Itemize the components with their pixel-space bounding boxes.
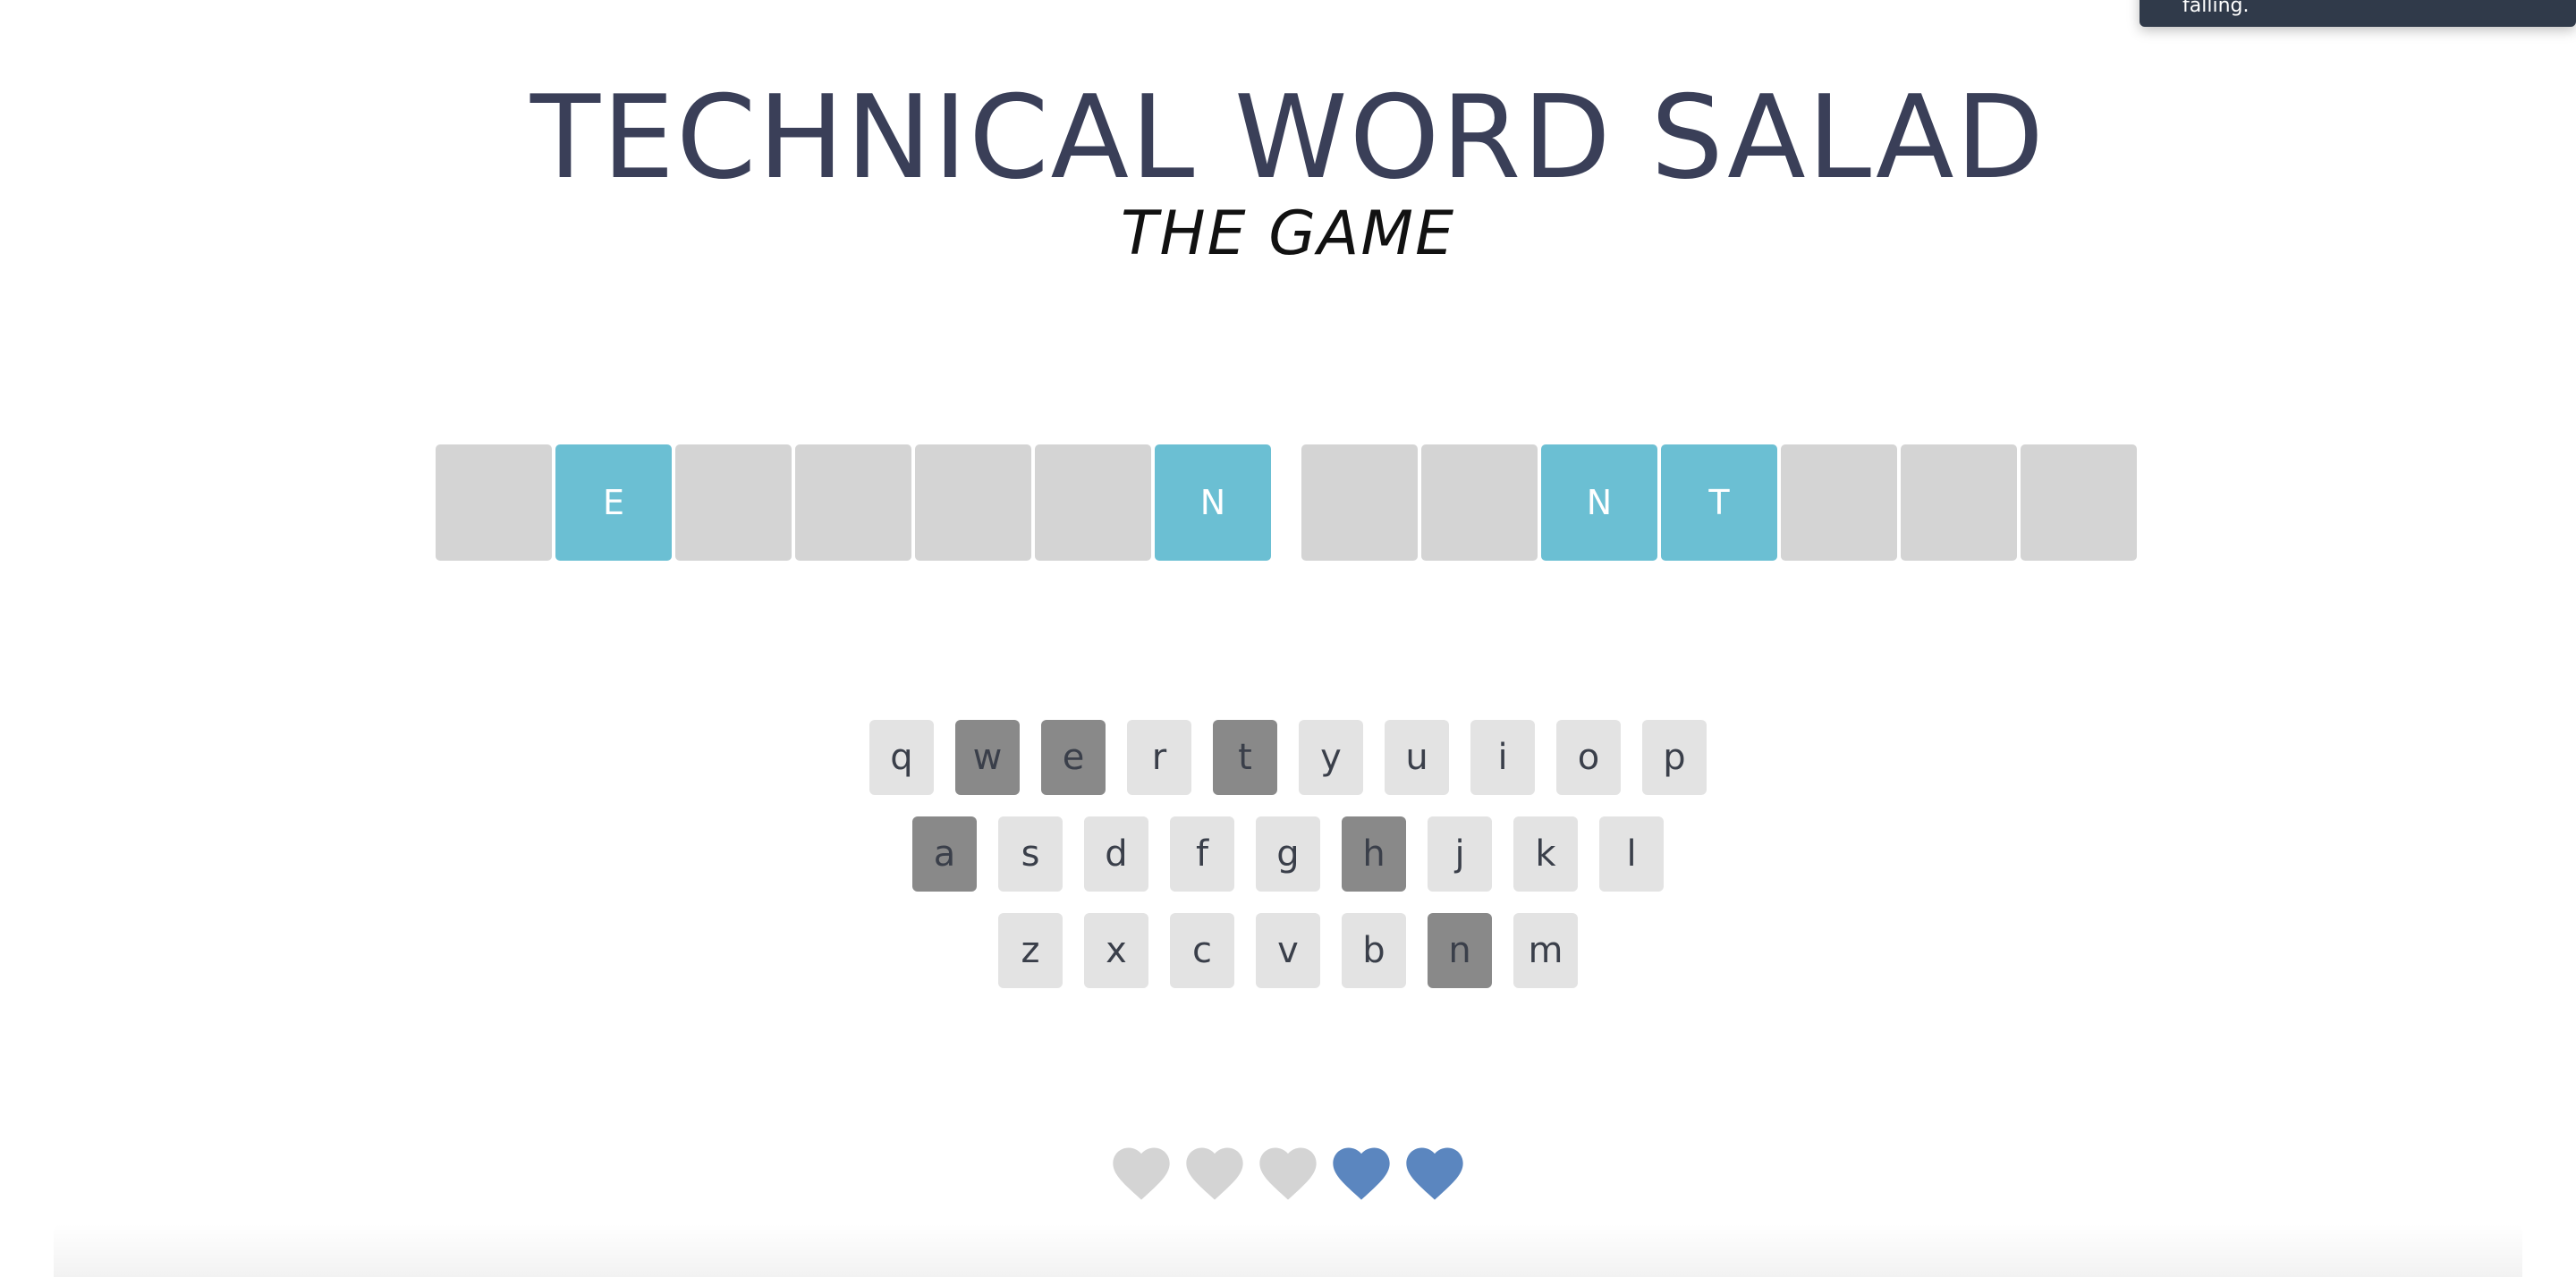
key-h[interactable]: h xyxy=(1342,816,1406,892)
key-a[interactable]: a xyxy=(912,816,977,892)
key-z[interactable]: z xyxy=(998,913,1063,988)
key-r[interactable]: r xyxy=(1127,720,1191,795)
key-g[interactable]: g xyxy=(1256,816,1320,892)
key-s[interactable]: s xyxy=(998,816,1063,892)
key-v[interactable]: v xyxy=(1256,913,1320,988)
letter-tile-revealed: N xyxy=(1155,444,1271,561)
letter-tile-revealed: T xyxy=(1661,444,1777,561)
letter-tile-hidden xyxy=(2021,444,2137,561)
letter-tile-hidden xyxy=(1301,444,1418,561)
heart-full-icon xyxy=(1327,1139,1395,1207)
heart-full-icon xyxy=(1401,1139,1469,1207)
key-x[interactable]: x xyxy=(1084,913,1148,988)
letter-tile-hidden xyxy=(436,444,552,561)
lives-indicator xyxy=(0,1139,2576,1207)
key-n[interactable]: n xyxy=(1428,913,1492,988)
letter-tile-hidden xyxy=(1035,444,1151,561)
heart-lost-icon xyxy=(1181,1139,1249,1207)
key-p[interactable]: p xyxy=(1642,720,1707,795)
page-title: TECHNICAL WORD SALAD xyxy=(530,72,2046,205)
key-t[interactable]: t xyxy=(1213,720,1277,795)
key-q[interactable]: q xyxy=(869,720,934,795)
toast-text: falling. xyxy=(2182,0,2250,17)
key-o[interactable]: o xyxy=(1556,720,1621,795)
letter-tile-hidden xyxy=(1781,444,1897,561)
letter-tile-hidden xyxy=(675,444,792,561)
key-i[interactable]: i xyxy=(1470,720,1535,795)
key-c[interactable]: c xyxy=(1170,913,1234,988)
letter-tile-revealed: N xyxy=(1541,444,1657,561)
key-w[interactable]: w xyxy=(955,720,1020,795)
key-m[interactable]: m xyxy=(1513,913,1578,988)
letter-tile-hidden xyxy=(915,444,1031,561)
letter-tile-revealed: E xyxy=(555,444,672,561)
letter-tile-hidden xyxy=(1901,444,2017,561)
key-j[interactable]: j xyxy=(1428,816,1492,892)
key-l[interactable]: l xyxy=(1599,816,1664,892)
key-f[interactable]: f xyxy=(1170,816,1234,892)
key-u[interactable]: u xyxy=(1385,720,1449,795)
key-k[interactable]: k xyxy=(1513,816,1578,892)
key-e[interactable]: e xyxy=(1041,720,1106,795)
page-subtitle: THE GAME xyxy=(1120,199,1456,269)
key-y[interactable]: y xyxy=(1299,720,1363,795)
letter-tile-hidden xyxy=(1421,444,1538,561)
letter-tile-hidden xyxy=(795,444,911,561)
heart-lost-icon xyxy=(1254,1139,1322,1207)
heart-lost-icon xyxy=(1107,1139,1175,1207)
bottom-panel-edge xyxy=(54,1223,2522,1277)
key-d[interactable]: d xyxy=(1084,816,1148,892)
toast-notification: falling. xyxy=(2140,0,2576,27)
key-b[interactable]: b xyxy=(1342,913,1406,988)
